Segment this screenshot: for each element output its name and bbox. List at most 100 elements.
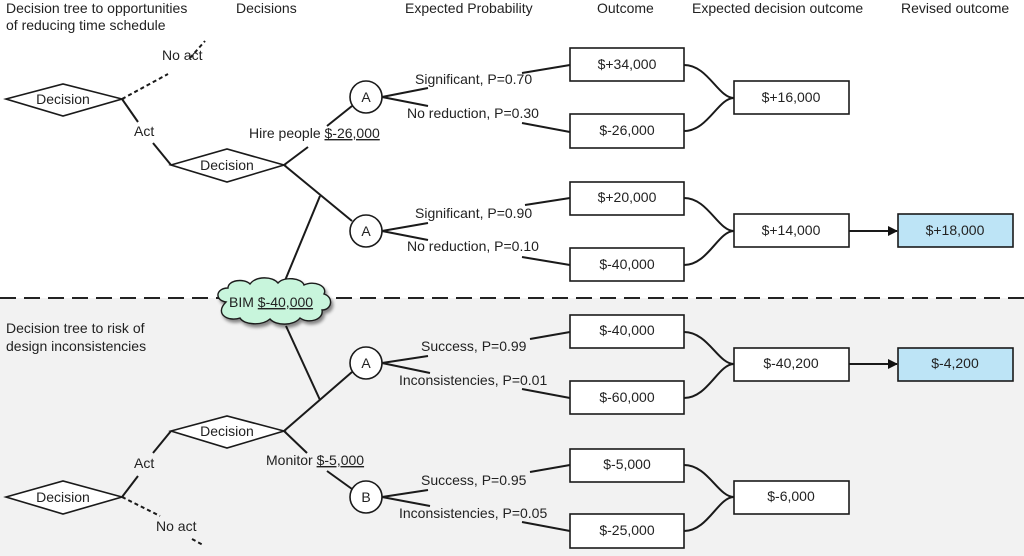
- bottom-b2-expected-box: [733, 480, 850, 515]
- top-b1-low-edge-1: [381, 96, 429, 107]
- header-expected-probability: Expected Probability: [405, 0, 533, 16]
- bim-label-text: BIM: [229, 294, 254, 310]
- bottom-act-edge-2: [152, 430, 172, 454]
- bottom-b2-high-edge-1: [381, 489, 429, 498]
- bottom-b1-prob-high: Success, P=0.99: [421, 338, 527, 354]
- top-chance-node-2-label: A: [361, 223, 371, 239]
- bottom-root-decision-node: [3, 480, 125, 515]
- bottom-title-line2: design inconsistencies: [6, 338, 146, 354]
- top-act-edge-1: [121, 98, 139, 123]
- bottom-decision-label: Decision: [200, 423, 254, 439]
- top-hire-edge-1: [283, 146, 309, 166]
- hire-people-label: Hire people $-26,000: [249, 125, 380, 141]
- top-b2-prob-high: Significant, P=0.90: [415, 205, 532, 221]
- top-b1-high-edge-2: [521, 64, 571, 74]
- bottom-b2-prob-low: Inconsistencies, P=0.05: [399, 505, 547, 521]
- bottom-chance-node-1-label: A: [361, 355, 371, 371]
- top-b1-prob-high: Significant, P=0.70: [415, 71, 532, 87]
- top-b1-outcome-high-box: [569, 47, 685, 82]
- bottom-act-label: Act: [134, 455, 154, 471]
- monitor-label: Monitor $-5,000: [266, 452, 364, 468]
- top-b2-merge-low: [683, 230, 735, 266]
- top-no-act-edge-2: [189, 40, 206, 59]
- top-no-act-label: No act: [162, 47, 203, 63]
- monitor-text: Monitor: [266, 452, 313, 468]
- hire-people-cost: $-26,000: [325, 125, 380, 141]
- bottom-b2-high-edge-2: [529, 464, 571, 473]
- bim-to-bottom-edge: [285, 325, 321, 401]
- bottom-b1-outcome-high-box: [569, 314, 685, 349]
- header-outcome: Outcome: [597, 0, 654, 16]
- top-title-line1: Decision tree to opportunities: [6, 0, 187, 16]
- bottom-b2-low-edge-1: [381, 496, 431, 507]
- top-b2-expected: $+14,000: [762, 222, 821, 238]
- top-b2-outcome-high-box: [569, 181, 685, 216]
- bottom-b1-merge-high: [683, 331, 735, 365]
- bottom-b1-low-edge-2: [521, 388, 571, 399]
- top-chance-node-1-label: A: [361, 89, 371, 105]
- monitor-cost: $-5,000: [317, 452, 365, 468]
- hire-people-text: Hire people: [249, 125, 321, 141]
- bottom-b1-low-edge-1: [381, 362, 431, 374]
- bottom-panel-background: [0, 298, 1024, 556]
- top-b1-expected: $+16,000: [762, 89, 821, 105]
- bottom-b2-outcome-low: $-25,000: [599, 522, 654, 538]
- top-revised-box: [897, 213, 1014, 248]
- top-act-label: Act: [134, 123, 154, 139]
- top-decision-node: [168, 148, 287, 183]
- top-no-act-edge-1: [121, 73, 169, 100]
- top-root-decision-node: [3, 83, 126, 117]
- bottom-no-act-edge-2: [191, 538, 204, 546]
- top-b1-merge-high: [683, 64, 735, 99]
- top-decision-label: Decision: [200, 157, 254, 173]
- bottom-b2-outcome-high-box: [569, 448, 685, 483]
- bottom-no-act-edge-1: [121, 496, 161, 517]
- bottom-b1-high-edge-2: [529, 331, 571, 340]
- top-title-line2: of reducing time schedule: [6, 17, 166, 33]
- top-b2-outcome-high: $+20,000: [598, 189, 657, 205]
- header-expected-decision-outcome: Expected decision outcome: [692, 0, 863, 16]
- top-b2-high-edge-2: [524, 197, 571, 206]
- top-b2-prob-low: No reduction, P=0.10: [407, 238, 539, 254]
- bottom-decision-node: [168, 415, 287, 449]
- top-b2-low-edge-2: [521, 256, 571, 266]
- top-act-edge-2: [152, 142, 172, 166]
- bottom-b2-low-edge-2: [521, 521, 571, 532]
- top-b1-expected-box: [733, 80, 850, 115]
- top-b1-low-edge-2: [521, 122, 571, 133]
- top-b1-outcome-high: $+34,000: [598, 56, 657, 72]
- bottom-act-edge-1: [121, 475, 139, 498]
- bottom-bim-branch-edge: [283, 371, 353, 432]
- header-revised-outcome: Revised outcome: [901, 0, 1009, 16]
- top-b2-expected-box: [733, 213, 850, 248]
- top-b1-outcome-low-box: [569, 113, 685, 149]
- bim-label: BIM $-40,000: [229, 294, 313, 310]
- bottom-title-line1: Decision tree to risk of: [6, 320, 145, 336]
- bim-cloud-shape: [217, 277, 332, 325]
- bottom-b1-expected: $-40,200: [763, 355, 818, 371]
- top-b2-outcome-low: $-40,000: [599, 256, 654, 272]
- bottom-b2-prob-high: Success, P=0.95: [421, 472, 527, 488]
- top-b2-high-edge-1: [381, 222, 429, 232]
- bim-cost: $-40,000: [258, 294, 313, 310]
- top-b1-merge-low: [683, 97, 735, 132]
- bottom-chance-node-2-label: B: [361, 489, 370, 505]
- monitor-edge-2: [326, 470, 353, 490]
- bim-cloud: [217, 277, 332, 325]
- top-b2-low-edge-1: [381, 230, 429, 241]
- header-decisions: Decisions: [236, 0, 297, 16]
- top-b2-merge-high: [683, 197, 735, 232]
- monitor-edge-1: [283, 430, 308, 454]
- top-bim-branch-edge: [283, 164, 353, 222]
- bottom-b1-outcome-low: $-60,000: [599, 389, 654, 405]
- bottom-b1-merge-low: [683, 363, 735, 399]
- bottom-root-decision-label: Decision: [36, 489, 90, 505]
- bottom-b1-prob-low: Inconsistencies, P=0.01: [399, 372, 547, 388]
- bottom-revised: $-4,200: [931, 355, 979, 371]
- bottom-revised-box: [897, 347, 1014, 382]
- top-b1-prob-low: No reduction, P=0.30: [407, 105, 539, 121]
- bottom-no-act-label: No act: [156, 518, 197, 534]
- top-revised: $+18,000: [926, 222, 985, 238]
